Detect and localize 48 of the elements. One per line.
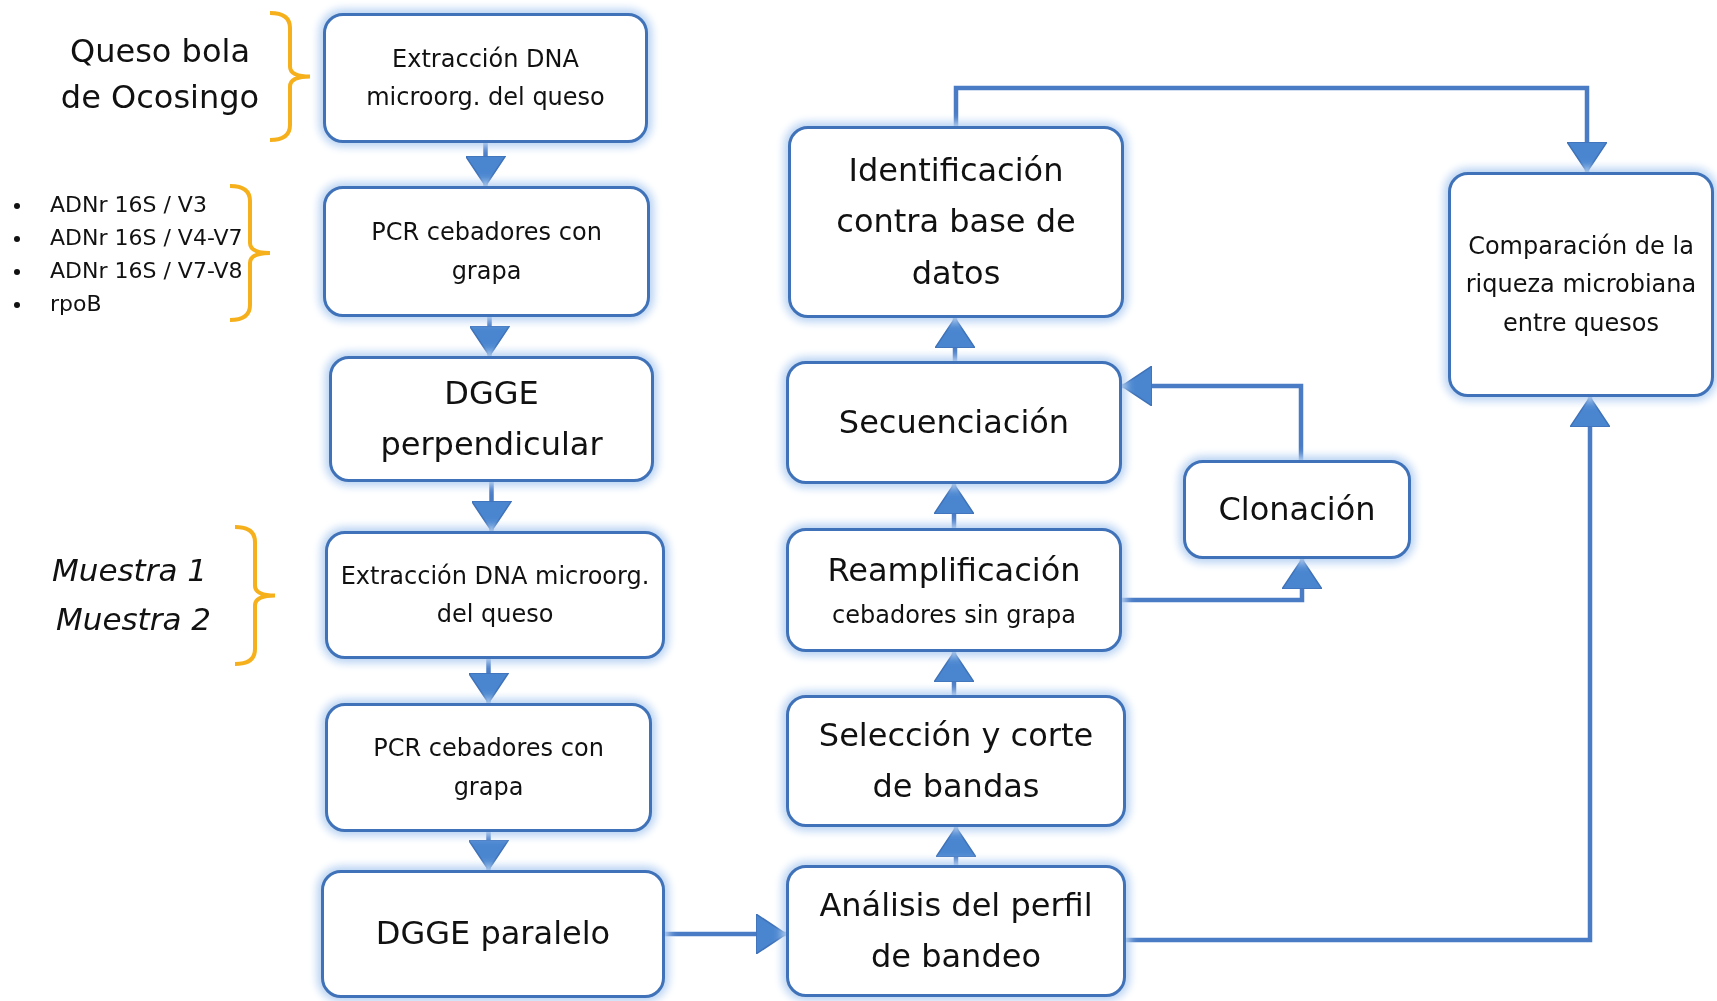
- arrow: [468, 317, 511, 357]
- arrow: [933, 483, 975, 528]
- arrow: [1126, 396, 1611, 943]
- arrow: [467, 832, 510, 871]
- process-box: [786, 361, 1122, 484]
- step-text: Extracción DNA microorg. del queso: [365, 43, 606, 113]
- list-item: ADNr 16S / V3: [50, 192, 207, 217]
- arrow: [934, 317, 976, 361]
- process-box: [786, 865, 1126, 997]
- list-item: rpoB: [50, 291, 102, 316]
- step-text: Clonación: [1218, 488, 1376, 530]
- process-box: [329, 356, 654, 482]
- step-text: DGGE perpendicular: [379, 372, 604, 465]
- step-text: Selección y corte de bandas: [817, 714, 1095, 807]
- process-box: [1183, 460, 1411, 559]
- process-box: [786, 695, 1126, 827]
- step-text: DGGE paralelo: [375, 913, 611, 955]
- arrow: [953, 85, 1608, 173]
- arrow: [470, 482, 513, 532]
- process-box: [1448, 172, 1714, 397]
- sample-label: Muestra 1: [52, 552, 208, 588]
- process-box: [325, 531, 665, 659]
- process-box: [325, 703, 652, 832]
- arrow: [935, 826, 977, 865]
- process-box: [788, 126, 1124, 318]
- arrow: [464, 143, 507, 187]
- step-text: Secuenciación: [838, 401, 1070, 443]
- sample-label: Muestra 2: [56, 601, 212, 637]
- label-text: Queso bola de Ocosingo: [59, 31, 261, 119]
- step-text: PCR cebadores con grapa: [370, 217, 603, 287]
- step-text: Comparación de la riqueza microbiana entre quesos: [1464, 230, 1698, 339]
- step-text: Análisis del perfil de bandeo: [818, 884, 1094, 977]
- arrow: [1121, 365, 1304, 460]
- process-box: [321, 870, 665, 998]
- subtitle-text: cebadores sin grapa: [832, 600, 1076, 632]
- arrow: [1122, 558, 1323, 603]
- step-text: Extracción DNA microorg. del queso: [339, 560, 651, 630]
- process-box: [323, 186, 650, 317]
- arrow: [933, 651, 975, 695]
- process-box: [786, 528, 1122, 652]
- process-box: [323, 13, 648, 143]
- list-item: ADNr 16S / V4-V7: [50, 225, 243, 250]
- step-text: Identificación contra base de datos: [835, 150, 1077, 294]
- step-text: Reamplificación: [827, 550, 1081, 592]
- list-item: ADNr 16S / V7-V8: [50, 258, 243, 283]
- step-text: PCR cebadores con grapa: [372, 733, 605, 803]
- arrow: [665, 913, 787, 955]
- arrow: [467, 659, 510, 704]
